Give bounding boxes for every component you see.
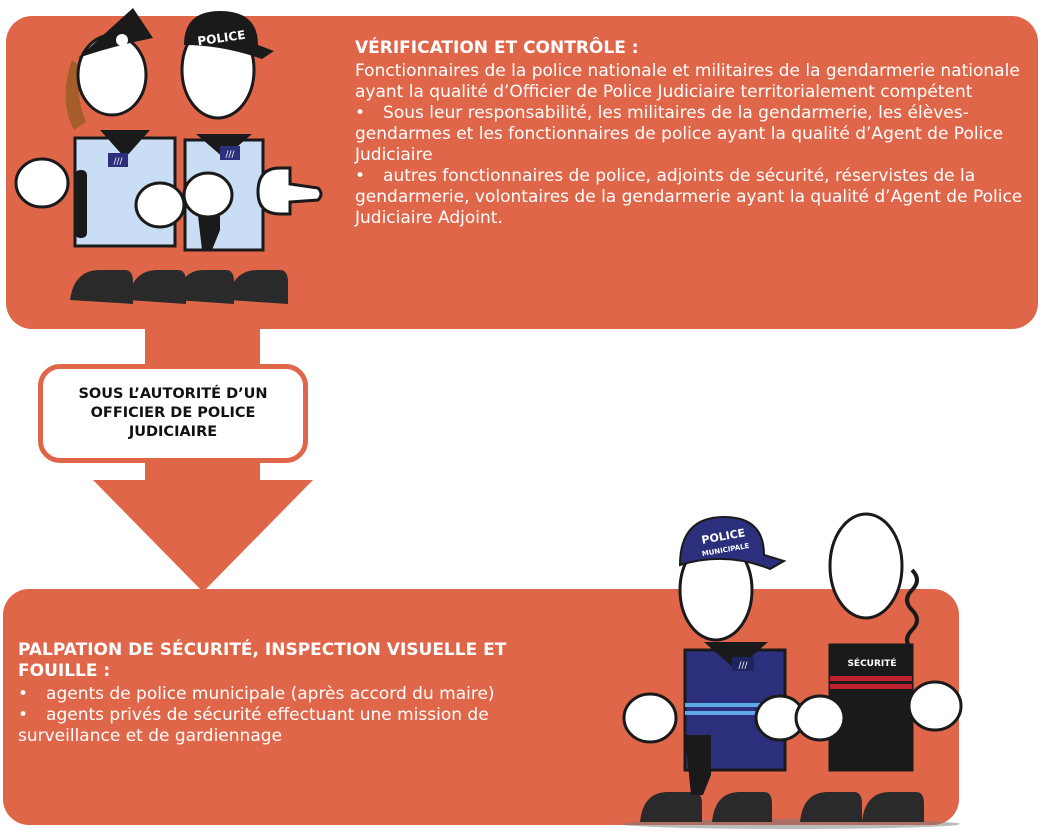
- authority-box: SOUS L’AUTORITÉ D’UN OFFICIER DE POLICE …: [38, 364, 308, 463]
- police-badge-text: ///: [225, 150, 235, 160]
- top-bullet-1: Sous leur responsabilité, les militaires…: [355, 103, 1035, 166]
- kepi-icon: [78, 8, 153, 58]
- gendarme-badge-text: ///: [113, 157, 123, 167]
- police-cap-text: POLICE: [197, 28, 247, 49]
- municipal-cap-icon: [678, 515, 787, 571]
- shoes-icon: [70, 270, 288, 304]
- municipal-badge-text: ///: [738, 661, 748, 671]
- bottom-bullet-1: agents de police municipale (après accor…: [18, 684, 588, 705]
- top-heading: VÉRIFICATION ET CONTRÔLE :: [355, 38, 639, 58]
- bottom-heading: PALPATION DE SÉCURITÉ, INSPECTION VISUEL…: [18, 640, 507, 681]
- police-cap-icon: [184, 11, 274, 59]
- bottom-bullet-2: agents privés de sécurité effectuant une…: [18, 705, 588, 747]
- authority-text: SOUS L’AUTORITÉ D’UN OFFICIER DE POLICE …: [78, 386, 268, 440]
- national-officers-illustration: /// /// POLICE: [14, 8, 323, 304]
- shoes-icon: [640, 792, 924, 822]
- hair-icon: [65, 60, 86, 130]
- top-text-block: VÉRIFICATION ET CONTRÔLE : Fonctionnaire…: [355, 38, 1035, 229]
- top-intro: Fonctionnaires de la police nationale et…: [355, 61, 1020, 102]
- top-bullet-2: autres fonctionnaires de police, adjoint…: [355, 166, 1035, 229]
- security-head: [828, 512, 904, 620]
- security-vest-text: SÉCURITÉ: [847, 657, 896, 669]
- bottom-text-block: PALPATION DE SÉCURITÉ, INSPECTION VISUEL…: [18, 640, 588, 747]
